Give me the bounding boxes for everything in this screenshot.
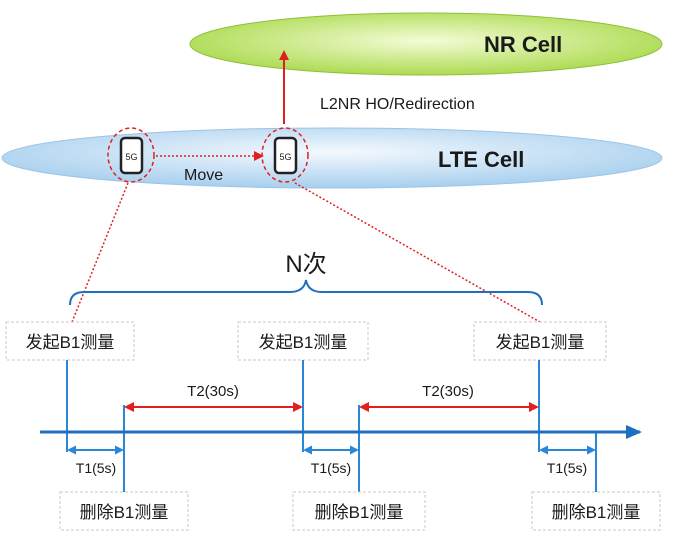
phone-icon	[119, 136, 144, 175]
t1-label: T1(5s)	[311, 460, 351, 476]
delete-box-3: 删除B1测量	[531, 491, 661, 531]
phone-badge: 5G	[125, 152, 137, 162]
start-box-3: 发起B1测量	[473, 321, 607, 361]
delete-box-2: 删除B1测量	[292, 491, 426, 531]
lte-cell: LTE Cell	[1, 127, 663, 189]
phone-1: 5G	[107, 127, 155, 183]
link-line-right	[294, 182, 541, 323]
handover-label: L2NR HO/Redirection	[320, 96, 475, 113]
start-box-label: 发起B1测量	[26, 333, 115, 352]
nr-cell: NR Cell	[189, 12, 663, 76]
nr-cell-label: NR Cell	[484, 32, 562, 57]
phone-2: 5G	[261, 127, 309, 183]
delete-box-label: 删除B1测量	[80, 503, 169, 522]
t1-label: T1(5s)	[547, 460, 587, 476]
repeat-brace	[69, 279, 543, 306]
move-label: Move	[184, 167, 223, 184]
delete-box-1: 删除B1测量	[59, 491, 189, 531]
t2-label: T2(30s)	[187, 383, 239, 400]
start-box-label: 发起B1测量	[496, 333, 585, 352]
phone-icon	[273, 136, 298, 175]
t1-label: T1(5s)	[76, 460, 116, 476]
delete-box-label: 删除B1测量	[552, 503, 641, 522]
start-box-label: 发起B1测量	[259, 333, 348, 352]
link-line-left	[71, 182, 129, 323]
repeat-label: N次	[285, 251, 326, 278]
start-box-2: 发起B1测量	[237, 321, 369, 361]
phone-badge: 5G	[279, 152, 291, 162]
t2-label: T2(30s)	[422, 383, 474, 400]
delete-box-label: 删除B1测量	[315, 503, 404, 522]
start-box-1: 发起B1测量	[5, 321, 135, 361]
lte-cell-label: LTE Cell	[438, 147, 524, 172]
